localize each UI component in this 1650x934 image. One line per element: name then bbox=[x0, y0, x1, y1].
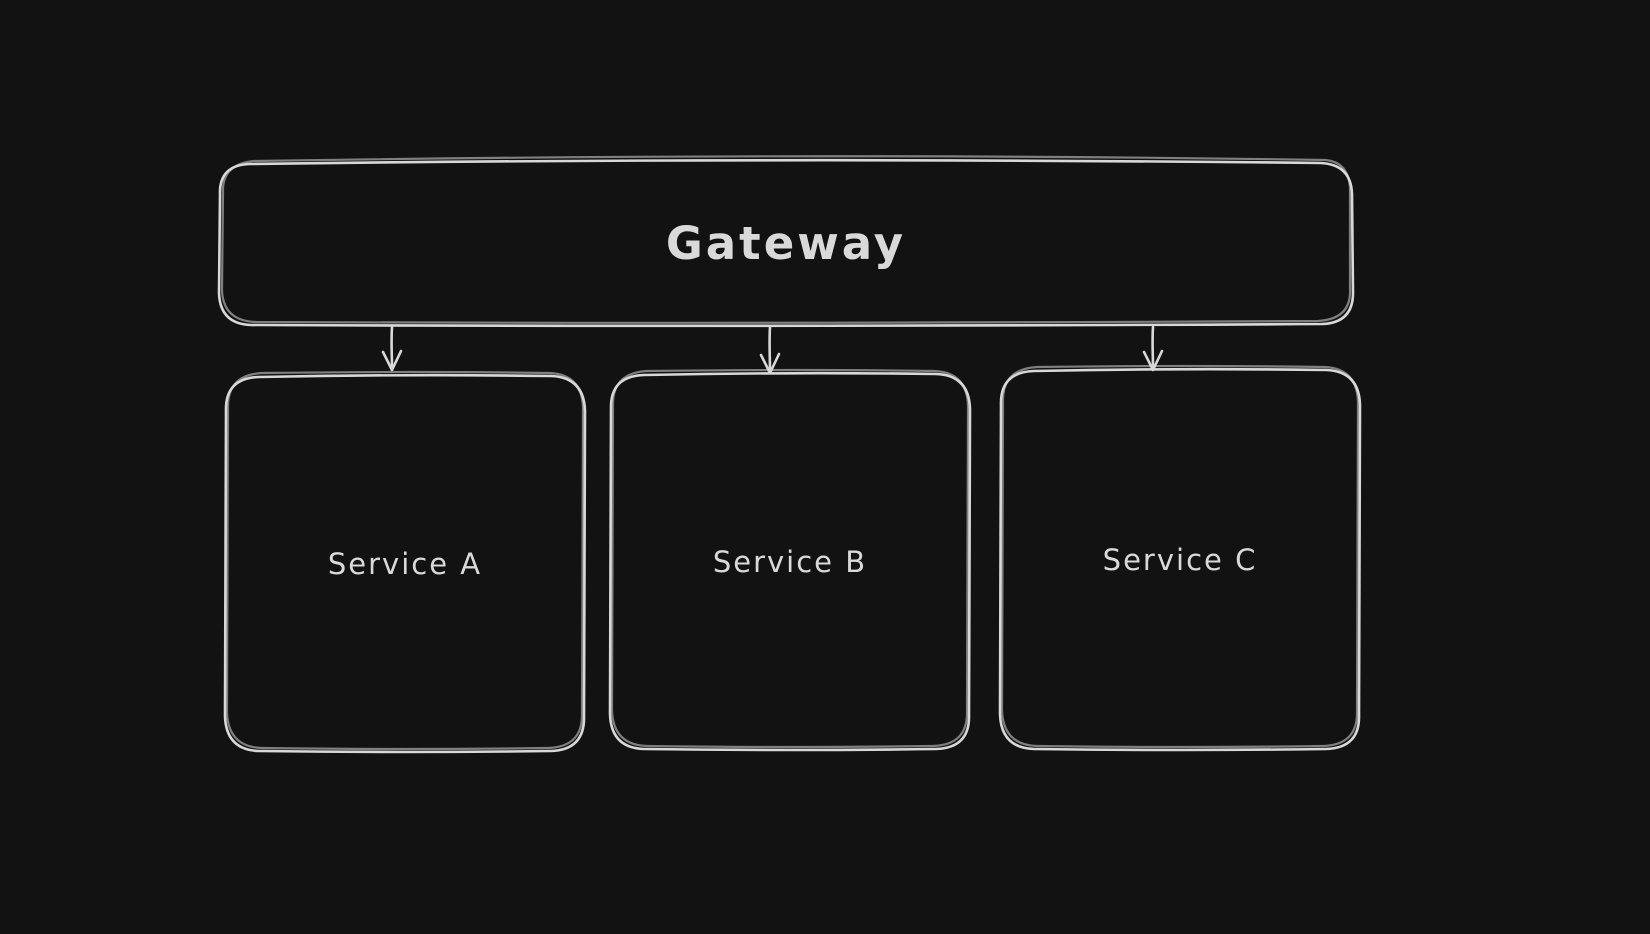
arrow-gateway-to-service-a bbox=[381, 325, 403, 372]
gateway-box-echo-stroke bbox=[220, 155, 1352, 324]
service-c-box-echo-stroke bbox=[1000, 364, 1360, 749]
service-a-box-outline bbox=[223, 373, 587, 754]
diagram-arrows bbox=[381, 325, 1164, 375]
service-a-box-shape bbox=[223, 370, 587, 754]
service-c-box-shape bbox=[998, 364, 1362, 752]
service-a-box-echo-stroke bbox=[225, 370, 585, 751]
service-b-box-echo-stroke bbox=[610, 368, 970, 749]
arrow-gateway-to-service-a-head bbox=[381, 349, 403, 372]
service-b-box-shape bbox=[608, 368, 972, 752]
service-c-box-outline bbox=[998, 367, 1362, 752]
arrow-gateway-to-service-b-head bbox=[759, 352, 781, 375]
service-b-box-outline bbox=[608, 371, 972, 752]
arrow-gateway-to-service-c bbox=[1142, 325, 1164, 372]
gateway-box-shape bbox=[217, 155, 1355, 328]
arrow-gateway-to-service-b bbox=[759, 325, 781, 375]
arrow-gateway-to-service-c-head bbox=[1142, 349, 1164, 372]
gateway-box-outline bbox=[217, 158, 1355, 328]
